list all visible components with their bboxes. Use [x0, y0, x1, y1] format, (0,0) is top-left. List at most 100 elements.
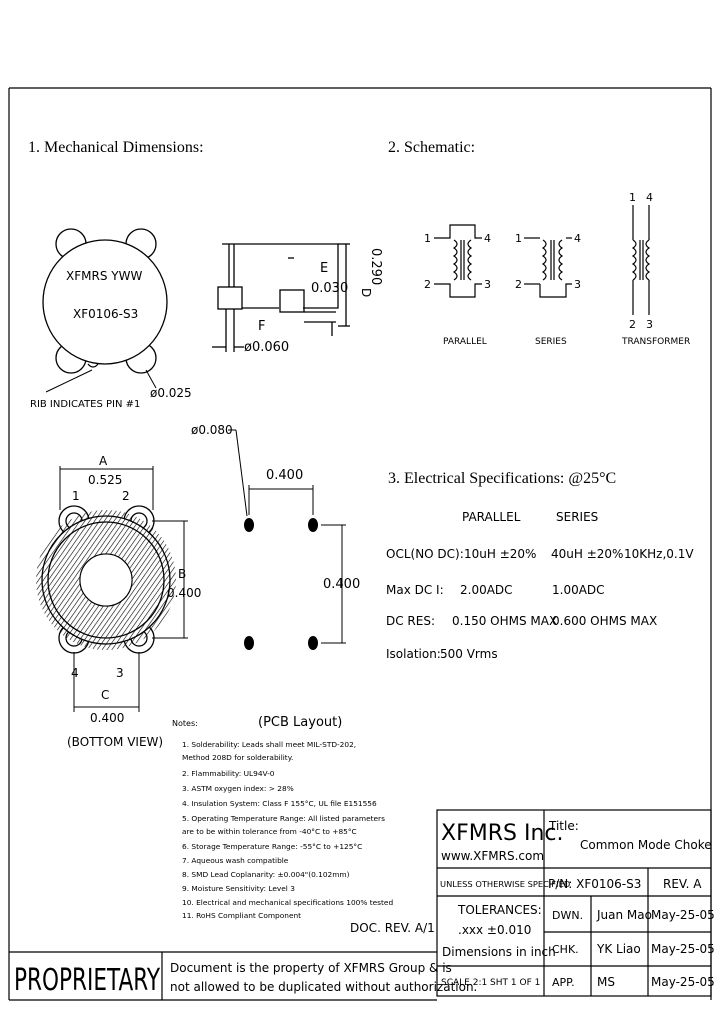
- elec-row-idc-parallel: 2.00ADC: [460, 583, 513, 597]
- transformer-pin-1: 1: [629, 191, 636, 204]
- chk-name: YK Liao: [596, 942, 641, 956]
- scale-sheet: SCALE 2:1 SHT 1 OF 1: [441, 978, 540, 988]
- elec-row-ocl-label: OCL(NO DC):: [386, 547, 464, 561]
- chk-label: CHK.: [552, 943, 579, 956]
- revision: REV. A: [663, 877, 702, 891]
- company-name: XFMRS Inc.: [441, 821, 563, 846]
- elec-row-ocl-parallel: 10uH ±20%: [464, 547, 536, 561]
- elec-row-iso-label: Isolation:: [386, 647, 441, 661]
- proprietary-line2: not allowed to be duplicated without aut…: [170, 980, 477, 994]
- app-date: May-25-05: [651, 975, 715, 989]
- part-marking-line2: XF0106-S3: [73, 307, 138, 321]
- rib-note: RIB INDICATES PIN #1: [30, 399, 140, 410]
- notes-heading: Notes:: [172, 719, 198, 728]
- series-label: SERIES: [535, 337, 567, 347]
- company-website: www.XFMRS.com: [441, 849, 544, 863]
- series-pin-3: 3: [574, 278, 581, 291]
- side-view: [212, 243, 350, 352]
- dim-f-value: ø0.060: [244, 340, 289, 355]
- transformer-pin-2: 2: [629, 318, 636, 331]
- pcb-pad-1: [244, 518, 254, 532]
- notes-list: 1. Solderability: Leads shall meet MIL-S…: [182, 740, 393, 920]
- bottom-dimensions: [59, 466, 188, 712]
- bottom-pin-2: 2: [122, 489, 130, 503]
- elec-row-idc-label: Max DC I:: [386, 583, 444, 597]
- transformer-pin-3: 3: [646, 318, 653, 331]
- pcb-v-spacing: 0.400: [323, 577, 360, 592]
- dim-a-label: A: [99, 454, 108, 468]
- note-item: 1. Solderability: Leads shall meet MIL-S…: [182, 740, 356, 749]
- transformer-label: TRANSFORMER: [621, 337, 690, 347]
- core-center: [79, 553, 133, 607]
- series-pin-2: 2: [515, 278, 522, 291]
- elec-row-dcr-series: 0.600 OHMS MAX: [552, 614, 657, 628]
- dimensions-unit: Dimensions in inch: [442, 945, 556, 959]
- note-item: 11. RoHS Compliant Component: [182, 911, 301, 920]
- dwn-date: May-25-05: [651, 908, 715, 922]
- note-item: are to be within tolerance from -40°C to…: [182, 827, 357, 836]
- pcb-h-spacing: 0.400: [266, 468, 303, 483]
- dim-f-label: F: [258, 319, 265, 334]
- elec-row-iso-value: 500 Vrms: [440, 647, 498, 661]
- title-label: Title:: [548, 819, 579, 833]
- pcb-layout: [228, 429, 346, 650]
- dim-e-label: E: [320, 261, 328, 276]
- proprietary-label: PROPRIETARY: [14, 963, 160, 998]
- schematic-heading: 2. Schematic:: [388, 139, 475, 156]
- elec-row-ocl-extra: 10KHz,0.1V: [624, 547, 694, 561]
- schematic-parallel: [434, 224, 482, 298]
- winding-ring: [36, 510, 176, 650]
- part-number: P/N: XF0106-S3: [548, 877, 641, 891]
- note-item: Method 208D for solderability.: [182, 753, 293, 762]
- dim-c-value: 0.400: [90, 711, 124, 725]
- schematic-transformer: [631, 205, 651, 315]
- app-label: APP.: [552, 976, 575, 989]
- dwn-name: Juan Mao: [596, 908, 652, 922]
- doc-rev: DOC. REV. A/1: [350, 921, 435, 935]
- transformer-pin-4: 4: [646, 191, 653, 204]
- note-item: 3. ASTM oxygen index: > 28%: [182, 784, 294, 793]
- elec-row-dcr-label: DC RES:: [386, 614, 435, 628]
- pcb-pad-4: [244, 636, 254, 650]
- dim-b-value: 0.400: [167, 586, 201, 600]
- dim-a-value: 0.525: [88, 473, 122, 487]
- pcb-dia-label: ø0.080: [191, 423, 233, 437]
- tolerances-label: TOLERANCES:: [457, 903, 542, 917]
- tolerances-value: .xxx ±0.010: [458, 923, 531, 937]
- parallel-label: PARALLEL: [443, 337, 487, 347]
- elec-col-series: SERIES: [556, 510, 598, 524]
- note-item: 7. Aqueous wash compatible: [182, 856, 289, 865]
- title-block-grid: [9, 809, 712, 1001]
- note-item: 2. Flammability: UL94V-0: [182, 769, 275, 778]
- bottom-pin-4: 4: [71, 666, 79, 680]
- part-top-view: [42, 228, 168, 374]
- series-pin-4: 4: [574, 232, 581, 245]
- bottom-view-caption: (BOTTOM VIEW): [67, 735, 163, 749]
- dim-d-label: D: [359, 288, 373, 297]
- part-marking-line1: XFMRS YWW: [66, 269, 142, 283]
- mechanical-heading: 1. Mechanical Dimensions:: [28, 139, 204, 156]
- rib-leader: [45, 369, 157, 393]
- note-item: 10. Electrical and mechanical specificat…: [182, 898, 393, 907]
- schematic-series: [524, 237, 572, 298]
- unless-specified: UNLESS OTHERWISE SPECIFIED: [440, 879, 570, 889]
- parallel-pin-4: 4: [484, 232, 491, 245]
- pcb-caption: (PCB Layout): [258, 715, 342, 730]
- top-dia-label: ø0.025: [150, 386, 192, 400]
- dim-d-value: 0.290: [368, 248, 383, 285]
- note-item: 6. Storage Temperature Range: -55°C to +…: [182, 842, 362, 851]
- parallel-pin-3: 3: [484, 278, 491, 291]
- elec-row-idc-series: 1.00ADC: [552, 583, 605, 597]
- title-value: Common Mode Choke: [580, 838, 712, 852]
- pcb-pad-2: [308, 518, 318, 532]
- elec-col-parallel: PARALLEL: [462, 510, 521, 524]
- elec-row-dcr-parallel: 0.150 OHMS MAX: [452, 614, 557, 628]
- bottom-pin-3: 3: [116, 666, 124, 680]
- dim-e-value: 0.030: [311, 281, 348, 296]
- series-pin-1: 1: [515, 232, 522, 245]
- dim-c-label: C: [101, 688, 109, 702]
- note-item: 5. Operating Temperature Range: All list…: [182, 814, 385, 823]
- elec-row-ocl-series: 40uH ±20%: [551, 547, 623, 561]
- note-item: 8. SMD Lead Coplanarity: ±0.004"(0.102mm…: [182, 870, 350, 879]
